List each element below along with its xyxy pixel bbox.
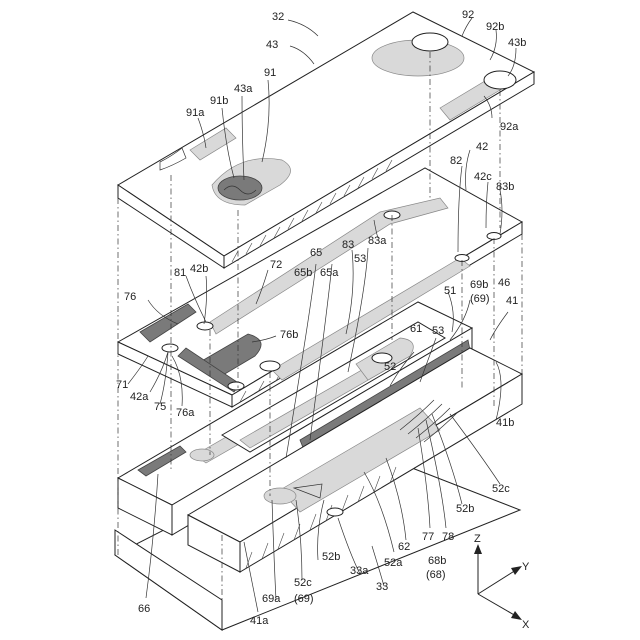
label-41a: 41a [250, 615, 269, 627]
label-76a: 76a [176, 407, 195, 419]
label-65: 65 [310, 247, 322, 259]
label-42: 42 [476, 141, 488, 153]
label-41b: 41b [496, 417, 514, 429]
label-61: 61 [410, 323, 422, 335]
label-92b: 92b [486, 21, 504, 33]
label-43b: 43b [508, 37, 526, 49]
label-68b: 68b [428, 555, 446, 567]
label-52b-lower: 52b [322, 551, 340, 563]
label-Z: Z [474, 533, 481, 545]
label-33a: 33a [350, 565, 369, 577]
label-65b: 65b [294, 267, 312, 279]
label-91a: 91a [186, 107, 205, 119]
label-43: 43 [266, 39, 278, 51]
label-53: 53 [432, 325, 444, 337]
label-83a: 83a [368, 235, 387, 247]
label-69a: 69a [262, 593, 281, 605]
label-92: 92 [462, 9, 474, 21]
label-51: 51 [444, 285, 456, 297]
label-52a: 52a [384, 557, 403, 569]
label-62: 62 [398, 541, 410, 553]
label-78: 78 [442, 531, 454, 543]
label-91: 91 [264, 67, 276, 79]
label-52: 52 [384, 361, 396, 373]
label-42b: 42b [190, 263, 208, 275]
label-76b: 76b [280, 329, 298, 341]
label-52c-lower: 52c [294, 577, 312, 589]
label-71: 71 [116, 379, 128, 391]
label-41: 41 [506, 295, 518, 307]
label-43a: 43a [234, 83, 253, 95]
label-69b: 69b [470, 279, 488, 291]
label-82: 82 [450, 155, 462, 167]
label-76: 76 [124, 291, 136, 303]
axis-indicator [474, 544, 522, 620]
label-46: 46 [498, 277, 510, 289]
label-91b: 91b [210, 95, 228, 107]
label-42c: 42c [474, 171, 492, 183]
label-52b: 52b [456, 503, 474, 515]
label-69-paren: (69) [470, 293, 490, 305]
label-68-paren: (68) [426, 569, 446, 581]
label-X: X [522, 619, 530, 631]
label-69-lower-paren: (69) [294, 593, 314, 605]
label-52c: 52c [492, 483, 510, 495]
label-72: 72 [270, 259, 282, 271]
label-65a: 65a [320, 267, 339, 279]
label-92a: 92a [500, 121, 519, 133]
label-83b: 83b [496, 181, 514, 193]
label-33: 33 [376, 581, 388, 593]
label-75: 75 [154, 401, 166, 413]
label-77: 77 [422, 531, 434, 543]
label-53-top: 53 [354, 253, 366, 265]
label-Y: Y [522, 561, 530, 573]
label-66: 66 [138, 603, 150, 615]
label-42a: 42a [130, 391, 149, 403]
label-81: 81 [174, 267, 186, 279]
label-83: 83 [342, 239, 354, 251]
label-32: 32 [272, 11, 284, 23]
